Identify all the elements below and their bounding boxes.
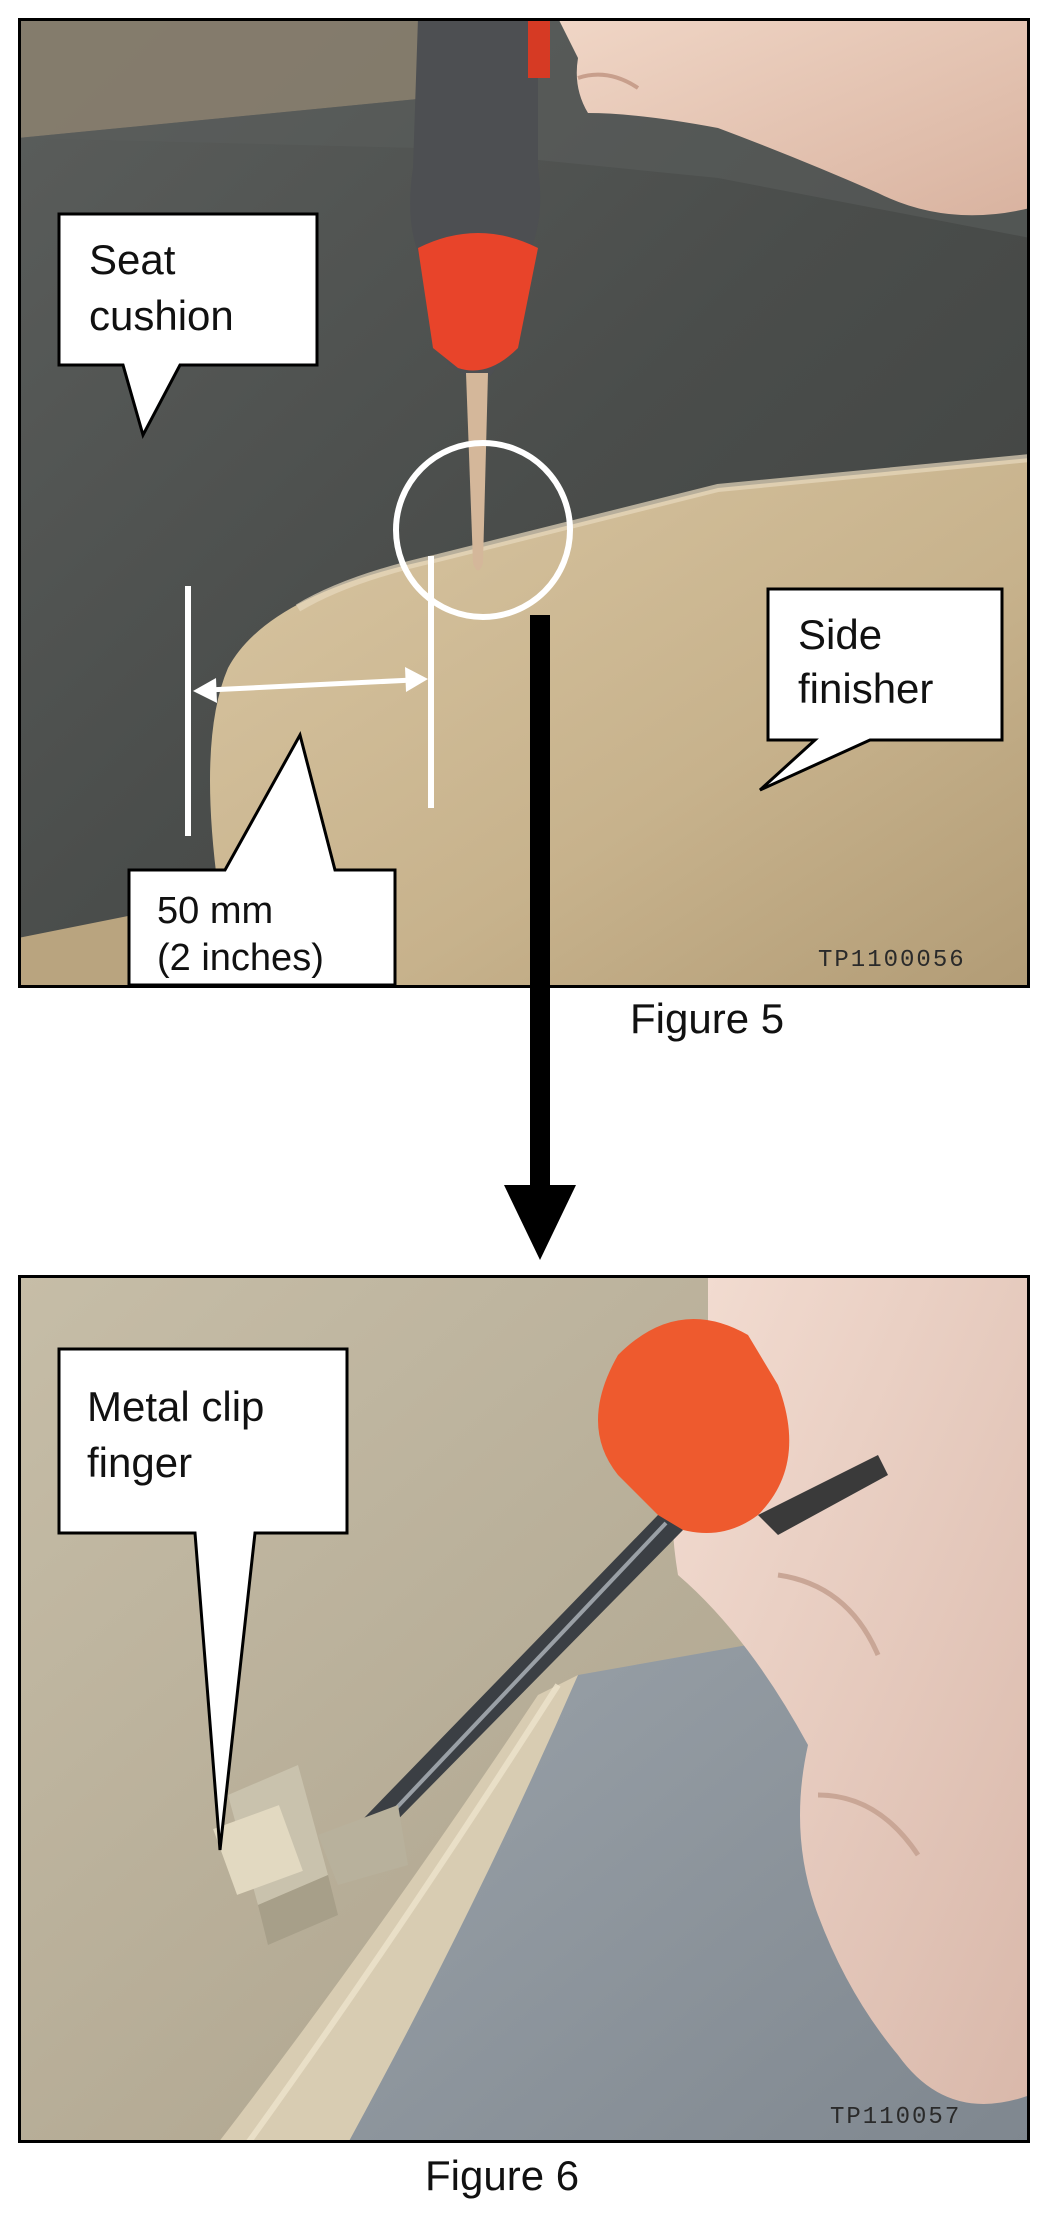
callout-side-finisher: Side finisher	[740, 585, 1010, 795]
figure-5-image-code: TP1100056	[818, 947, 966, 974]
side-finisher-line-1: Side	[798, 611, 882, 658]
screwdriver-handle-2	[598, 1319, 790, 1533]
metal-clip-line-2: finger	[87, 1439, 192, 1486]
focus-circle	[393, 440, 573, 620]
measurement-line-1: 50 mm	[157, 890, 273, 932]
figure-6-image-code: TP110057	[830, 2104, 961, 2131]
seat-cushion-line-2: cushion	[89, 292, 234, 339]
figure-5-caption: Figure 5	[630, 995, 785, 1042]
metal-clip	[213, 1765, 408, 1945]
figure-6-photo: TP110057	[18, 1275, 1030, 2143]
callout-metal-clip: Metal clip finger	[55, 1345, 355, 1855]
seat-cushion-line-1: Seat	[89, 236, 176, 283]
screwdriver-shaft	[466, 373, 488, 571]
metal-clip-line-1: Metal clip	[87, 1383, 264, 1430]
callout-measurement: 50 mm (2 inches)	[125, 720, 405, 990]
side-finisher-line-2: finisher	[798, 665, 933, 712]
measurement-line-2: (2 inches)	[157, 937, 324, 979]
figure-6-caption: Figure 6	[425, 2152, 580, 2199]
callout-seat-cushion: Seat cushion	[55, 210, 325, 440]
down-arrow	[500, 615, 580, 1265]
